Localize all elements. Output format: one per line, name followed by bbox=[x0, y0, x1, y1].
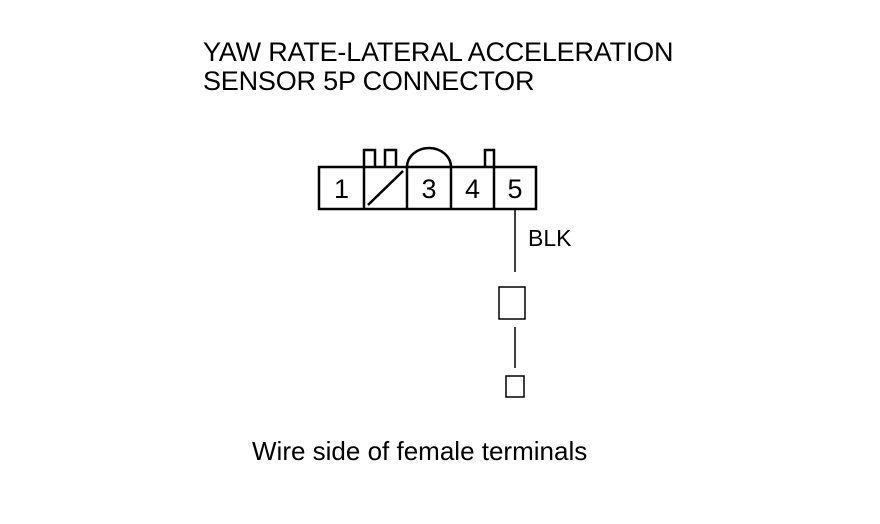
diagram-caption: Wire side of female terminals bbox=[252, 436, 588, 466]
pin-label-3: 3 bbox=[421, 174, 436, 204]
terminal-probe-small bbox=[505, 375, 525, 398]
connector-body bbox=[317, 146, 538, 211]
wire-assembly bbox=[498, 209, 526, 398]
wire-color-label: BLK bbox=[528, 225, 572, 251]
diagram-title-line-2: SENSOR 5P CONNECTOR bbox=[203, 66, 535, 96]
pin-label-1: 1 bbox=[334, 174, 349, 204]
pin-labels: 1 3 4 5 bbox=[334, 174, 523, 204]
latch-tab-right bbox=[483, 148, 496, 167]
blank-cavity-slash bbox=[367, 170, 404, 206]
latch-tab-middle bbox=[383, 148, 398, 167]
terminal-probe-large bbox=[498, 286, 526, 320]
connector-housing bbox=[317, 165, 538, 211]
diagram-title-line-1: YAW RATE-LATERAL ACCELERATION bbox=[203, 37, 674, 67]
pin-label-4: 4 bbox=[465, 174, 480, 204]
pin-label-5: 5 bbox=[507, 174, 522, 204]
latch-dome bbox=[405, 146, 453, 168]
latch-tab-left bbox=[362, 148, 377, 167]
